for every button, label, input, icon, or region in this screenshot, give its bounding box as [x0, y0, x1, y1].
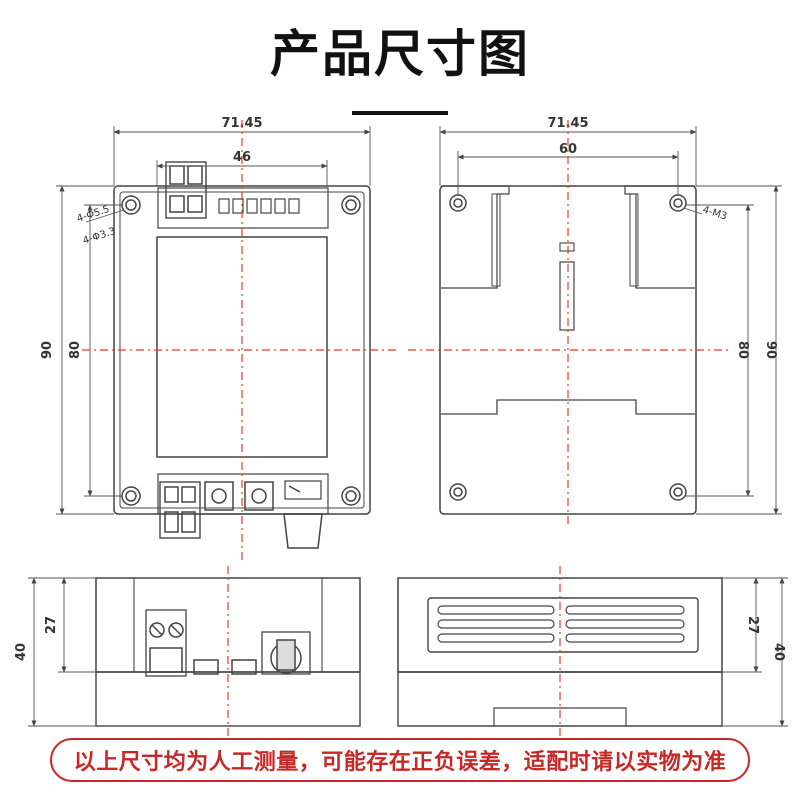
side-left-dimensions	[28, 577, 96, 727]
side-right-height-body-label: 27	[745, 616, 760, 634]
disclaimer-text: 以上尺寸均为人工测量，可能存在正负误差，适配时请以实物为准	[73, 750, 727, 775]
back-height-inner-label: 80	[735, 341, 750, 359]
back-screw-hole-icon	[449, 194, 687, 501]
vent-slot-icon	[437, 605, 685, 643]
front-dimensions	[56, 126, 371, 515]
side-right-dimensions	[722, 577, 788, 727]
front-hole-inner-label: 4-Φ3.3	[82, 226, 117, 247]
back-centerlines	[408, 120, 730, 525]
disclaimer-box: 以上尺寸均为人工测量，可能存在正负误差，适配时请以实物为准	[50, 738, 750, 782]
back-dimensions	[439, 126, 782, 515]
back-slot	[559, 261, 575, 331]
page-title: 产品尺寸图	[270, 25, 530, 83]
side-terminal-icon	[145, 609, 187, 677]
side-right-height-overall-label: 40	[771, 643, 786, 661]
front-hole-outer-label: 4-Φ5.5	[76, 204, 111, 225]
back-height-overall-label: 90	[763, 341, 778, 359]
pin-header	[218, 198, 300, 214]
side-view-left	[95, 577, 361, 727]
push-button-icon	[204, 481, 274, 511]
vent-panel	[427, 597, 699, 653]
title-underline	[352, 111, 448, 115]
side-left-height-body-label: 27	[44, 616, 59, 634]
terminal-block-bottom	[159, 481, 201, 539]
side-left-height-overall-label: 40	[14, 643, 29, 661]
front-centerlines	[82, 120, 400, 560]
terminal-block-top	[165, 161, 207, 219]
back-hole-spacing-label: 60	[559, 142, 577, 157]
front-height-overall-label: 90	[40, 341, 55, 359]
knob-icon	[283, 513, 323, 549]
front-height-inner-label: 80	[68, 341, 83, 359]
back-screw-label: 4-M3	[701, 204, 728, 222]
